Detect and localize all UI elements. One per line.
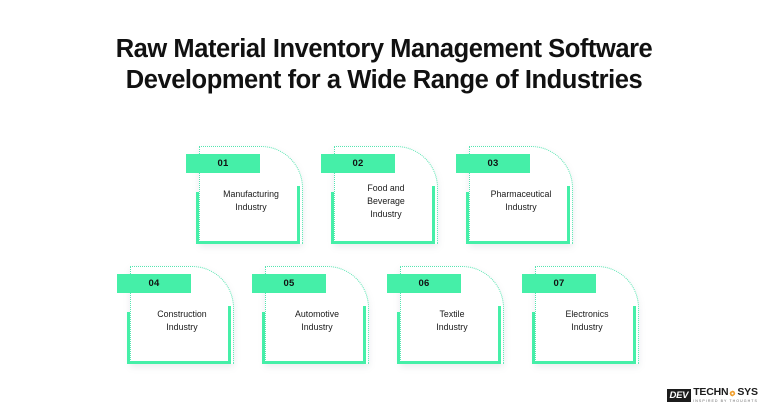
card-label: Pharmaceutical Industry [469, 146, 573, 244]
card-number-badge: 02 [321, 154, 395, 173]
industry-card-01[interactable]: 01 Manufacturing Industry [186, 146, 303, 244]
card-number-badge: 01 [186, 154, 260, 173]
card-label-line: Manufacturing [223, 189, 279, 199]
card-number-text: 01 [217, 158, 229, 169]
industry-card-05[interactable]: 05 Automotive Industry [252, 266, 369, 364]
card-label-line: Industry [571, 322, 603, 332]
industry-card-02[interactable]: 02 Food and Beverage Industry [321, 146, 438, 244]
card-label-line: Industry [436, 322, 468, 332]
card-label-line: Food and [367, 182, 405, 193]
card-label-line: Automotive [294, 309, 339, 319]
page-title-line-1: Raw Material Inventory Management Softwa… [115, 35, 653, 63]
card-label-line: Industry [301, 322, 333, 332]
card-number-text: 05 [283, 278, 295, 289]
logo-dev-mark: DEV [666, 389, 692, 402]
card-label-line: Beverage [367, 195, 405, 206]
card-label: Construction Industry [130, 266, 234, 364]
page-title: Raw Material Inventory Management Softwa… [0, 34, 768, 96]
logo-word-left: TECHN [693, 386, 729, 398]
card-label-line: Industry [166, 322, 198, 332]
card-label-line: Industry [370, 208, 402, 219]
card-label-line: Electronics [565, 309, 609, 319]
card-label-line: Industry [235, 202, 267, 212]
card-label: Electronics Industry [535, 266, 639, 364]
industry-card-row-2: 04 Construction Industry 05 Automotive I… [117, 266, 639, 364]
industry-card-03[interactable]: 03 Pharmaceutical Industry [456, 146, 573, 244]
card-number-text: 04 [148, 278, 160, 289]
card-label: Food and Beverage Industry [334, 146, 438, 244]
card-number-badge: 03 [456, 154, 530, 173]
industry-card-06[interactable]: 06 Textile Industry [387, 266, 504, 364]
logo-word-right: SYS [737, 386, 758, 398]
card-number-text: 02 [352, 158, 364, 169]
card-label-line: Construction [157, 309, 207, 319]
gear-icon [729, 389, 736, 397]
card-number-badge: 04 [117, 274, 191, 293]
industry-card-07[interactable]: 07 Electronics Industry [522, 266, 639, 364]
card-label-line: Pharmaceutical [490, 189, 552, 199]
devtechnosys-logo: DEV TECHN SYS INSPIRED BY THOUGHTS [666, 386, 758, 405]
logo-wordmark: TECHN SYS [693, 387, 758, 398]
card-label: Textile Industry [400, 266, 504, 364]
card-number-badge: 07 [522, 274, 596, 293]
industry-card-row-1: 01 Manufacturing Industry 02 Food and Be… [186, 146, 573, 244]
logo-tagline: INSPIRED BY THOUGHTS [693, 399, 758, 403]
card-label: Automotive Industry [265, 266, 369, 364]
card-number-text: 03 [487, 158, 499, 169]
card-label-line: Industry [505, 202, 537, 212]
card-number-badge: 06 [387, 274, 461, 293]
industry-card-04[interactable]: 04 Construction Industry [117, 266, 234, 364]
card-label-line: Textile [439, 309, 465, 319]
card-number-text: 07 [553, 278, 565, 289]
card-number-text: 06 [418, 278, 430, 289]
card-number-badge: 05 [252, 274, 326, 293]
logo-wordmark-group: TECHN SYS INSPIRED BY THOUGHTS [693, 387, 758, 404]
page-title-line-2: Development for a Wide Range of Industri… [125, 66, 643, 94]
card-label: Manufacturing Industry [199, 146, 303, 244]
